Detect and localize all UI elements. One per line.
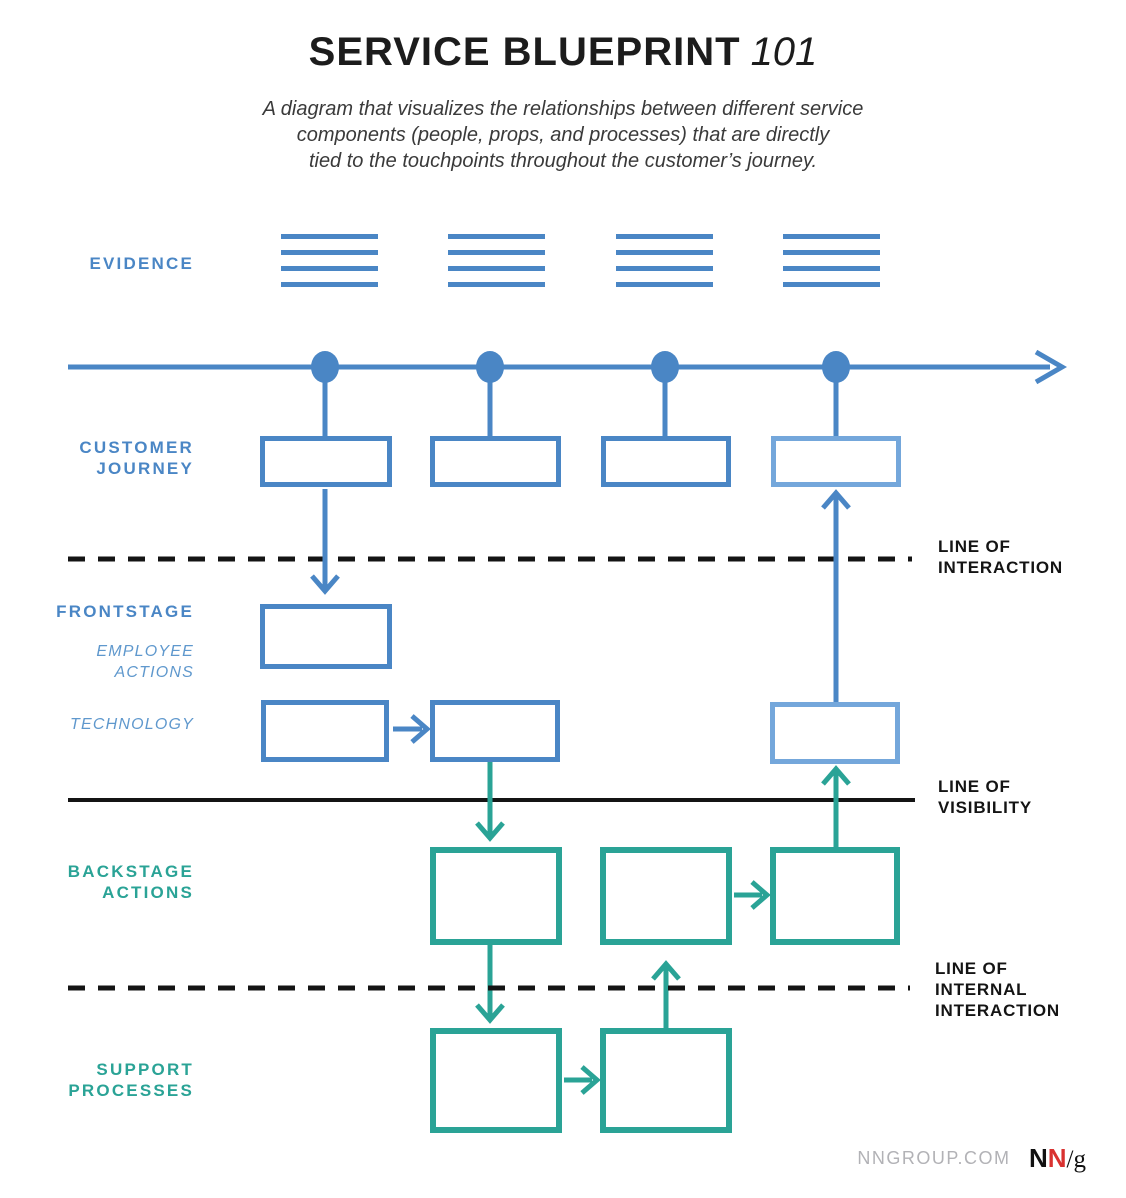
evidence-bars-icon — [281, 234, 880, 287]
row-label-support-processes: SUPPORT PROCESSES — [40, 1059, 194, 1101]
frontstage-employee-box — [260, 604, 392, 669]
customer-journey-box-1 — [260, 436, 392, 487]
support-box-2 — [600, 1028, 732, 1133]
label-line-of-visibility: LINE OF VISIBILITY — [938, 776, 1032, 818]
line-of-interaction-line-2: INTERACTION — [938, 558, 1063, 577]
line-of-visibility-line-1: LINE OF — [938, 777, 1011, 796]
subtitle-line-2: components (people, props, and processes… — [296, 124, 830, 146]
customer-journey-box-4 — [771, 436, 901, 487]
arrow-right-support-icon — [564, 1065, 601, 1095]
backstage-box-3 — [770, 847, 900, 945]
footer-site-text: NNGROUP.COM — [857, 1148, 1011, 1168]
arrow-down-technology-to-backstage-icon — [475, 762, 505, 842]
arrow-right-backstage-icon — [734, 880, 771, 910]
arrow-right-technology-icon — [393, 714, 431, 744]
subtitle: A diagram that visualizes the relationsh… — [0, 96, 1126, 174]
row-label-customer-journey: CUSTOMER JOURNEY — [40, 437, 194, 479]
technology-box-2 — [430, 700, 560, 762]
arrow-down-backstage-to-support-icon — [475, 945, 505, 1024]
title-main: SERVICE BLUEPRINT — [308, 30, 741, 74]
technology-box-1 — [261, 700, 389, 762]
timeline-dots — [311, 351, 850, 383]
dot-stems — [322, 378, 839, 436]
row-label-technology: TECHNOLOGY — [69, 716, 194, 733]
employee-actions-line-2: ACTIONS — [114, 664, 194, 681]
line-of-internal-interaction-line-2: INTERNAL — [935, 980, 1028, 999]
technology-box-3 — [770, 702, 900, 764]
title-suffix: 101 — [750, 30, 818, 74]
row-label-frontstage: FRONTSTAGE — [56, 602, 194, 621]
label-line-of-interaction: LINE OF INTERACTION — [938, 536, 1063, 578]
support-processes-line-1: SUPPORT — [96, 1060, 194, 1079]
backstage-actions-line-1: BACKSTAGE — [67, 862, 194, 881]
row-label-backstage-actions: BACKSTAGE ACTIONS — [40, 861, 194, 903]
customer-journey-box-2 — [430, 436, 561, 487]
row-label-evidence: EVIDENCE — [89, 254, 194, 273]
arrow-up-technology-to-journey-icon — [821, 489, 851, 702]
row-label-employee-actions: EMPLOYEE ACTIONS — [40, 641, 194, 683]
nng-logo-n1: N — [1028, 1143, 1048, 1173]
customer-journey-line-1: CUSTOMER — [79, 438, 194, 457]
backstage-box-2 — [600, 847, 732, 945]
nng-logo-n2: N — [1047, 1143, 1067, 1173]
customer-journey-line-2: JOURNEY — [96, 459, 194, 478]
line-of-internal-interaction-line-3: INTERACTION — [935, 1001, 1060, 1020]
nng-logo: NN/g — [1029, 1143, 1086, 1174]
line-of-visibility-line-2: VISIBILITY — [938, 798, 1032, 817]
subtitle-line-1: A diagram that visualizes the relationsh… — [262, 98, 864, 120]
support-box-1 — [430, 1028, 562, 1133]
line-of-interaction-line-1: LINE OF — [938, 537, 1011, 556]
subtitle-line-3: tied to the touchpoints throughout the c… — [308, 150, 818, 172]
nng-logo-slash-g: /g — [1066, 1146, 1086, 1173]
arrow-up-support-to-backstage-icon — [651, 960, 681, 1028]
timeline-arrow — [68, 349, 1068, 385]
backstage-box-1 — [430, 847, 562, 945]
label-line-of-internal-interaction: LINE OF INTERNAL INTERACTION — [935, 958, 1060, 1021]
footer: NNGROUP.COM NN/g — [0, 1143, 1086, 1174]
line-of-internal-interaction-line-1: LINE OF — [935, 959, 1008, 978]
arrow-up-backstage-to-technology-icon — [821, 765, 851, 847]
customer-journey-box-3 — [601, 436, 731, 487]
arrow-down-journey-to-frontstage-icon — [310, 489, 340, 595]
support-processes-line-2: PROCESSES — [68, 1081, 194, 1100]
backstage-actions-line-2: ACTIONS — [102, 883, 194, 902]
employee-actions-line-1: EMPLOYEE — [96, 643, 194, 660]
